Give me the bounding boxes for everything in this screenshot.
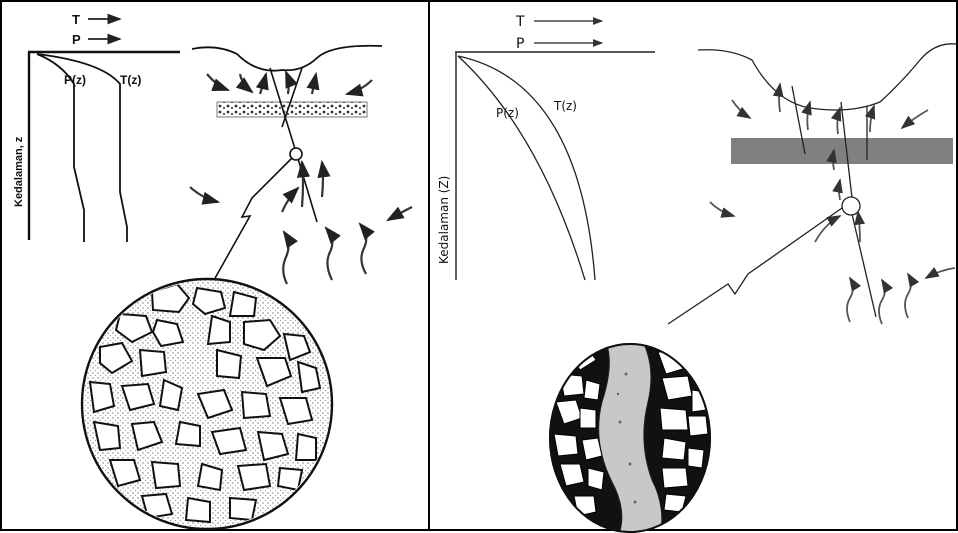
right-ground-surface xyxy=(698,44,956,110)
right-depth-label: Kedalaman (Z) xyxy=(437,176,451,264)
left-fault-3 xyxy=(296,152,317,222)
left-ground-surface xyxy=(192,46,382,71)
left-gravel-layer xyxy=(217,102,367,117)
left-diagram-panel: T P Kedalaman, z P(z) T(z) xyxy=(0,0,429,531)
left-p-curve-label: P(z) xyxy=(64,73,86,87)
left-t-curve-label: T(z) xyxy=(120,73,141,87)
right-p-curve xyxy=(458,56,585,280)
left-diagram-svg: T P Kedalaman, z P(z) T(z) xyxy=(2,2,431,533)
left-magnified-view xyxy=(82,279,332,529)
left-p-label: P xyxy=(72,32,81,47)
right-t-label: T xyxy=(515,14,525,30)
right-p-curve-label: P(z) xyxy=(496,106,519,120)
right-fluid-arrows xyxy=(710,84,955,324)
right-diagram-panel: T P Kedalaman (Z) P(z) T(z) xyxy=(429,0,958,531)
right-diagram-svg: T P Kedalaman (Z) P(z) T(z) xyxy=(430,2,958,533)
right-cap-layer xyxy=(731,138,953,164)
right-fault-3 xyxy=(852,214,876,317)
right-pointer-line xyxy=(668,208,842,324)
left-depth-label: Kedalaman, z xyxy=(13,136,25,207)
right-magnified-view xyxy=(550,340,710,533)
left-pointer-line xyxy=(214,158,292,280)
left-fault-2 xyxy=(282,68,302,127)
left-t-label: T xyxy=(72,12,80,27)
right-t-curve-label: T(z) xyxy=(553,99,577,113)
right-p-label: P xyxy=(516,36,524,52)
